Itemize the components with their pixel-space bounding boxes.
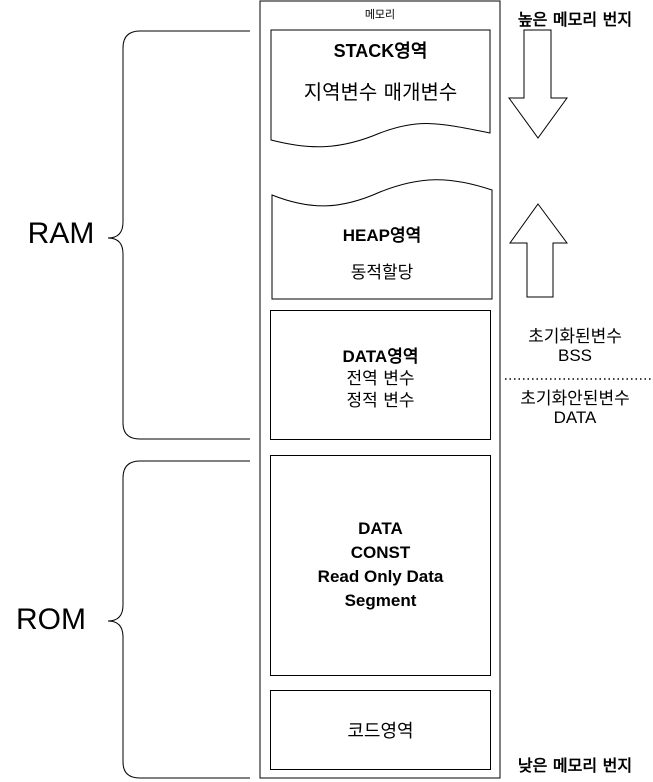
bottom-address-label: 낮은 메모리 번지	[517, 756, 633, 775]
rom-label: ROM	[16, 603, 86, 636]
stack-area-shape	[270, 29, 491, 148]
rom-line2: CONST	[350, 543, 411, 562]
arrow-up-icon	[509, 203, 568, 298]
rom-line1: DATA	[358, 519, 403, 538]
rom-line3: Read Only Data	[317, 567, 444, 586]
top-address-label: 높은 메모리 번지	[517, 10, 633, 29]
memory-label: 메모리	[364, 8, 396, 21]
data-seg-line1: 초기화안된변수	[520, 389, 630, 409]
rom-data-box	[270, 455, 491, 676]
data-area-line1: 전역 변수	[346, 369, 415, 389]
heap-desc: 동적할당	[350, 263, 414, 283]
code-area-box	[270, 690, 491, 770]
heap-title: HEAP영역	[342, 226, 422, 245]
code-area-title: 코드영역	[347, 721, 414, 742]
bss-line2: BSS	[557, 346, 593, 365]
rom-line4: Segment	[344, 591, 417, 610]
ram-brace	[107, 30, 250, 440]
arrow-down-icon	[508, 29, 568, 139]
data-area-box	[270, 310, 491, 440]
rom-brace	[107, 460, 250, 779]
data-area-title: DATA영역	[342, 347, 419, 366]
data-seg-line2: DATA	[553, 408, 597, 427]
stack-title: STACK영역	[333, 41, 428, 61]
heap-area-shape	[271, 179, 493, 300]
bss-line1: 초기화된변수	[528, 327, 622, 347]
data-area-line2: 정적 변수	[346, 391, 415, 411]
stack-desc: 지역변수 매개변수	[303, 80, 458, 104]
ram-label: RAM	[27, 217, 95, 250]
